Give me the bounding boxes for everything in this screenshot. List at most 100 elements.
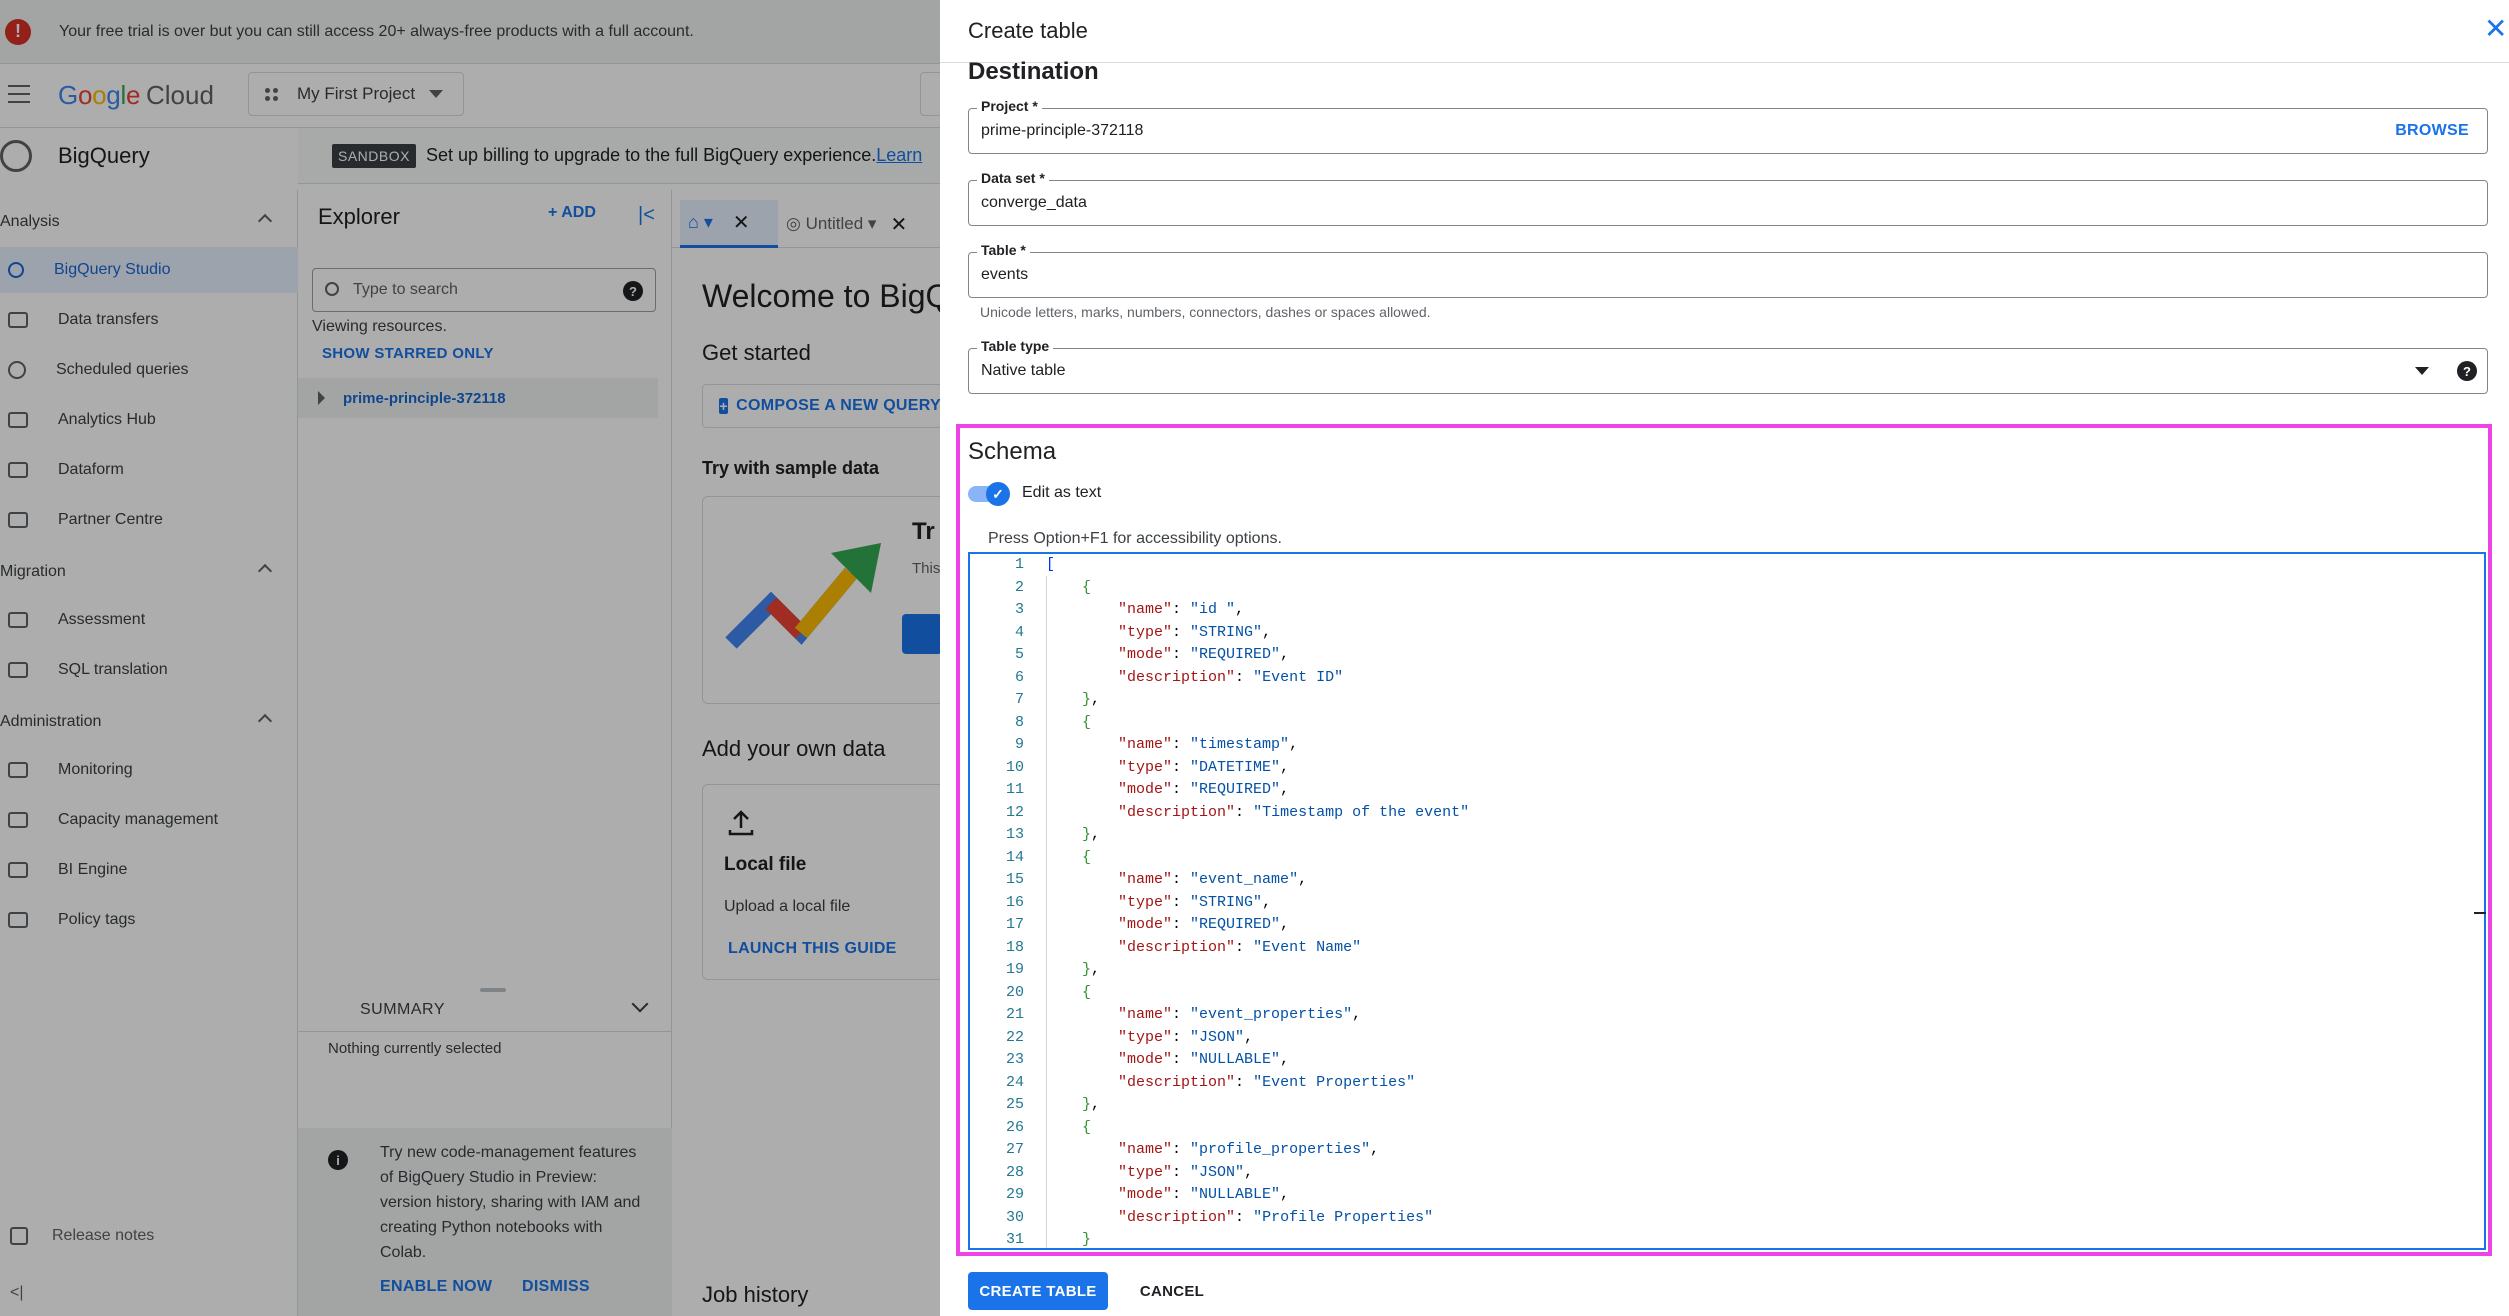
- add-button[interactable]: + ADD: [548, 204, 596, 221]
- code-line[interactable]: 4 "type": "STRING",: [970, 622, 2470, 645]
- table-field-value[interactable]: events: [981, 266, 1029, 283]
- nav-section-administration[interactable]: Administration: [0, 702, 298, 742]
- code-line[interactable]: 12 "description": "Timestamp of the even…: [970, 802, 2470, 825]
- project-name[interactable]: prime-principle-372118: [343, 389, 506, 407]
- expand-arrow-icon[interactable]: [318, 391, 325, 405]
- collapse-explorer-icon[interactable]: |<: [638, 204, 655, 226]
- code-line[interactable]: 1[: [970, 554, 2470, 577]
- json-value: "timestamp": [1190, 736, 1290, 753]
- close-icon[interactable]: ✕: [732, 212, 750, 234]
- table-type-value[interactable]: Native table: [981, 362, 1066, 379]
- project-selector[interactable]: My First Project: [248, 72, 464, 116]
- code-line[interactable]: 21 "name": "event_properties",: [970, 1004, 2470, 1027]
- code-line[interactable]: 6 "description": "Event ID": [970, 667, 2470, 690]
- code-line[interactable]: 17 "mode": "REQUIRED",: [970, 914, 2470, 937]
- code-line[interactable]: 13 },: [970, 824, 2470, 847]
- check-icon: ✓: [986, 482, 1010, 506]
- json-key: "type": [1118, 1163, 1173, 1181]
- create-table-button[interactable]: CREATE TABLE: [968, 1272, 1108, 1310]
- table-field-label: Table *: [977, 242, 1030, 258]
- code-line[interactable]: 23 "mode": "NULLABLE",: [970, 1049, 2470, 1072]
- code-line[interactable]: 11 "mode": "REQUIRED",: [970, 779, 2470, 802]
- google-logo[interactable]: Google: [58, 80, 141, 110]
- schema-highlight: [956, 424, 2492, 1256]
- code-line[interactable]: 7 },: [970, 689, 2470, 712]
- sidebar-item-policy-tags[interactable]: Policy tags: [0, 897, 298, 943]
- code-line[interactable]: 27 "name": "profile_properties",: [970, 1139, 2470, 1162]
- compose-query-button[interactable]: +COMPOSE A NEW QUERY: [702, 384, 942, 428]
- code-line[interactable]: 25 },: [970, 1094, 2470, 1117]
- sidebar-item-analytics-hub[interactable]: Analytics Hub: [0, 397, 298, 443]
- sidebar-item-assessment[interactable]: Assessment: [0, 597, 298, 643]
- table-type-select[interactable]: Table type Native table ?: [968, 338, 2488, 394]
- collapse-nav-icon[interactable]: <|: [10, 1284, 24, 1301]
- sidebar-item-monitoring[interactable]: Monitoring: [0, 747, 298, 793]
- json-value: "STRING": [1190, 623, 1263, 641]
- dataset-field[interactable]: Data set * converge_data: [968, 170, 2488, 226]
- menu-icon[interactable]: [8, 85, 30, 103]
- cancel-button[interactable]: CANCEL: [1139, 1282, 1205, 1300]
- dismiss-button[interactable]: DISMISS: [522, 1278, 590, 1295]
- sidebar-item-dataform[interactable]: Dataform: [0, 447, 298, 493]
- help-icon[interactable]: ?: [623, 281, 643, 301]
- code-line[interactable]: 31 }: [970, 1229, 2470, 1248]
- accessibility-hint: Press Option+F1 for accessibility option…: [988, 530, 1282, 547]
- project-field[interactable]: Project * prime-principle-372118 BROWSE: [968, 98, 2488, 154]
- help-icon[interactable]: ?: [2457, 361, 2477, 381]
- code-line[interactable]: 22 "type": "JSON",: [970, 1027, 2470, 1050]
- close-icon[interactable]: ✕: [890, 213, 908, 236]
- code-line[interactable]: 28 "type": "JSON",: [970, 1162, 2470, 1185]
- sidebar-item-bigquery-studio[interactable]: BigQuery Studio: [0, 247, 298, 293]
- modal-scrim[interactable]: [0, 0, 940, 1316]
- sidebar-item-scheduled-queries[interactable]: Scheduled queries: [0, 347, 298, 393]
- sidebar-item-data-transfers[interactable]: Data transfers: [0, 297, 298, 343]
- edit-as-text-toggle[interactable]: ✓: [968, 482, 1012, 506]
- launch-guide-button[interactable]: LAUNCH THIS GUIDE: [728, 940, 897, 957]
- code-line[interactable]: 24 "description": "Event Properties": [970, 1072, 2470, 1095]
- line-number: 23: [1005, 1051, 1024, 1068]
- code-line[interactable]: 9 "name": "timestamp",: [970, 734, 2470, 757]
- show-starred-only-link[interactable]: SHOW STARRED ONLY: [322, 345, 494, 362]
- code-line[interactable]: 5 "mode": "REQUIRED",: [970, 644, 2470, 667]
- code-line[interactable]: 29 "mode": "NULLABLE",: [970, 1184, 2470, 1207]
- resize-handle[interactable]: [480, 988, 506, 992]
- project-field-value[interactable]: prime-principle-372118: [981, 122, 1144, 139]
- code-text: "description": "Event Properties": [1118, 1073, 1416, 1091]
- local-file-subtitle: Upload a local file: [724, 898, 851, 915]
- code-line[interactable]: 30 "description": "Profile Properties": [970, 1207, 2470, 1230]
- code-line[interactable]: 15 "name": "event_name",: [970, 869, 2470, 892]
- code-line[interactable]: 14 {: [970, 847, 2470, 870]
- code-line[interactable]: 16 "type": "STRING",: [970, 892, 2470, 915]
- code-line[interactable]: 18 "description": "Event Name": [970, 937, 2470, 960]
- sidebar-item-bi-engine[interactable]: BI Engine: [0, 847, 298, 893]
- dropdown-arrow-icon[interactable]: [2415, 367, 2429, 375]
- code-line[interactable]: 26 {: [970, 1117, 2470, 1140]
- sample-card[interactable]: [702, 496, 952, 704]
- code-line[interactable]: 2 {: [970, 577, 2470, 600]
- browse-button[interactable]: BROWSE: [2395, 122, 2469, 139]
- code-line[interactable]: 20 {: [970, 982, 2470, 1005]
- release-notes-link[interactable]: Release notes: [0, 1216, 298, 1256]
- sidebar-item-sql-translation[interactable]: SQL translation: [0, 647, 298, 693]
- code-line[interactable]: 10 "type": "DATETIME",: [970, 757, 2470, 780]
- explorer-search-input[interactable]: Type to search ?: [312, 268, 656, 312]
- code-line[interactable]: 3 "name": "id ",: [970, 599, 2470, 622]
- sample-open-button[interactable]: [902, 614, 942, 654]
- scrollbar-thumb[interactable]: [2474, 912, 2486, 914]
- nav-section-analysis[interactable]: Analysis: [0, 202, 298, 242]
- local-file-card[interactable]: [702, 784, 952, 980]
- code-line[interactable]: 19 },: [970, 959, 2470, 982]
- enable-now-button[interactable]: ENABLE NOW: [380, 1278, 493, 1295]
- code-line[interactable]: 8 {: [970, 712, 2470, 735]
- learn-link[interactable]: Learn: [876, 145, 923, 165]
- sidebar-item-capacity-management[interactable]: Capacity management: [0, 797, 298, 843]
- summary-bar[interactable]: SUMMARY: [298, 988, 672, 1032]
- schema-code-editor[interactable]: 1[2 {3 "name": "id ",4 "type": "STRING",…: [968, 552, 2486, 1250]
- tab-untitled[interactable]: ◎ Untitled ▾✕: [786, 213, 908, 236]
- nav-section-migration[interactable]: Migration: [0, 552, 298, 592]
- sidebar-item-partner-centre[interactable]: Partner Centre: [0, 497, 298, 543]
- tab-home[interactable]: ⌂ ▾✕: [680, 200, 778, 248]
- close-icon[interactable]: ✕: [2484, 13, 2508, 44]
- table-field[interactable]: Table * events: [968, 242, 2488, 298]
- dataset-field-value[interactable]: converge_data: [981, 194, 1087, 211]
